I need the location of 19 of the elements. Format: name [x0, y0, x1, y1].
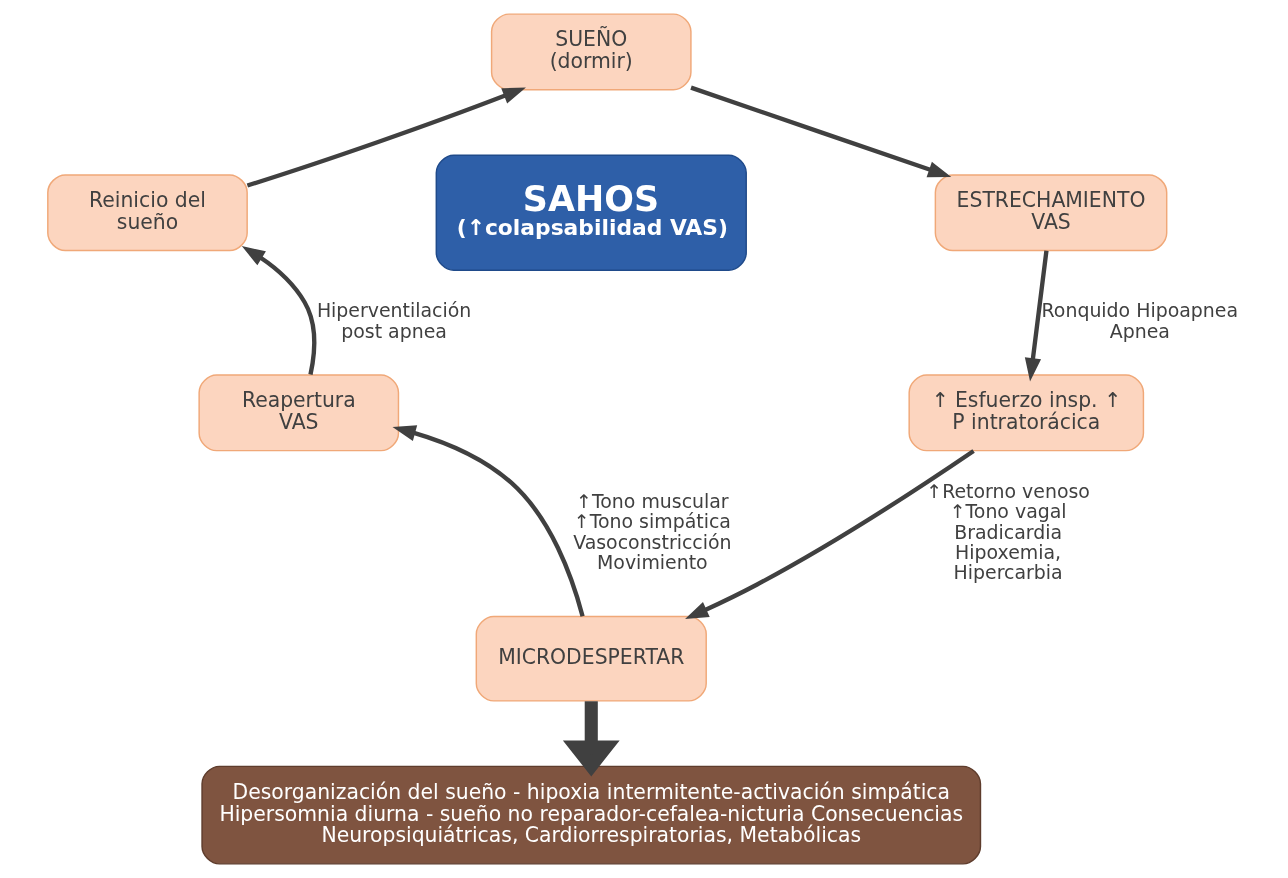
edge-label: ↑Tono muscular ↑Tono simpática Vasoconstricción Movimiento — [573, 489, 732, 574]
arrow — [392, 425, 585, 617]
node-box: SAHOS (↑colapsabilidad VAS) — [435, 154, 747, 271]
edge-label: ↑Retorno venoso ↑Tono vagal Bradicardia Hipoxemia, Hipercarbia — [926, 479, 1090, 584]
arrow — [690, 85, 952, 178]
edge-label: Hiperventilación post apnea — [316, 299, 472, 342]
node-box: Reinicio del sueño — [47, 174, 248, 252]
arrow — [562, 701, 620, 777]
node-box: ↑ Esfuerzo insp. ↑ P intratorácica — [908, 374, 1145, 452]
node-box: ESTRECHAMIENTO VAS — [934, 174, 1168, 252]
arrow — [1024, 250, 1049, 382]
arrow — [241, 246, 317, 375]
node-box: MICRODESPERTAR — [475, 615, 707, 702]
node-box: Reapertura VAS — [198, 374, 400, 452]
node-box: SUEÑO (dormir) — [490, 13, 692, 91]
arrow — [246, 87, 526, 188]
edge-label: Ronquido Hipoapnea Apnea — [1041, 299, 1239, 342]
arrow — [685, 449, 975, 620]
node-box: Desorganización del sueño - hipoxia intermitente-activación simpática Hipersomnia diurna - sueño no reparador-cefalea-nicturia Consecuencias Neuropsiquiátricas, Cardiorrespiratorias, Metabólicas — [201, 765, 982, 865]
